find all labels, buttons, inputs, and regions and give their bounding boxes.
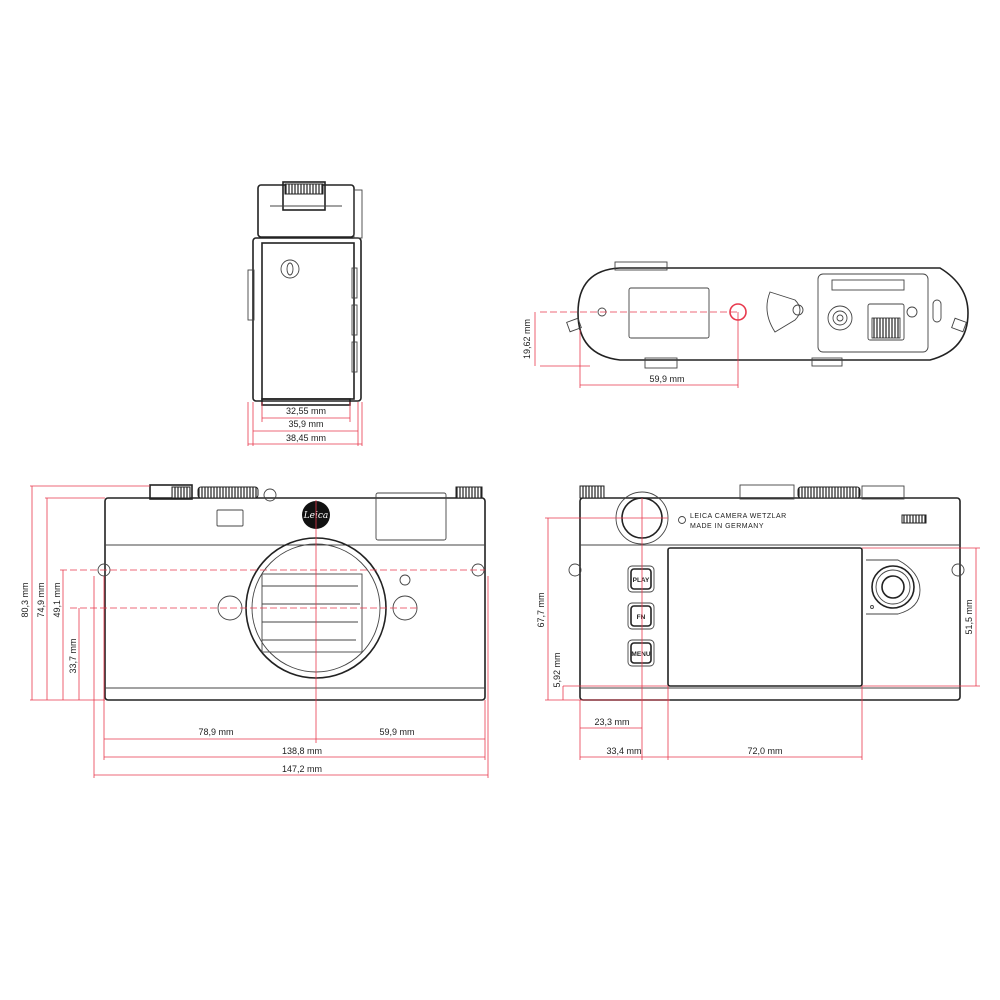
front-dim-80-3: 80,3 mm bbox=[20, 582, 30, 617]
back-view: LEICA CAMERA WETZLAR MADE IN GERMANY PLA… bbox=[536, 484, 980, 760]
front-dim-74-9: 74,9 mm bbox=[36, 582, 46, 617]
bottom-dim-height: 19,62 mm bbox=[522, 319, 532, 359]
front-dim-49-1: 49,1 mm bbox=[52, 582, 62, 617]
side-dim-2: 35,9 mm bbox=[288, 419, 323, 429]
fn-button[interactable] bbox=[630, 605, 652, 627]
front-dim-147-2: 147,2 mm bbox=[282, 764, 322, 774]
back-dim-51-5: 51,5 mm bbox=[964, 599, 974, 634]
bottom-dim-width: 59,9 mm bbox=[649, 374, 684, 384]
fn-label: FN bbox=[637, 614, 646, 621]
play-button[interactable] bbox=[630, 568, 652, 590]
logo-text: Leica bbox=[303, 511, 329, 521]
side-dim-1: 32,55 mm bbox=[286, 406, 326, 416]
engraving-line-2: MADE IN GERMANY bbox=[690, 523, 764, 530]
menu-button[interactable] bbox=[630, 642, 652, 664]
side-dim-3: 38,45 mm bbox=[286, 433, 326, 443]
lcd-screen bbox=[667, 547, 863, 687]
back-dim-33-4: 33,4 mm bbox=[606, 746, 641, 756]
back-dim-23-3: 23,3 mm bbox=[594, 717, 629, 727]
back-dim-5-92: 5,92 mm bbox=[552, 652, 562, 687]
front-dim-78-9: 78,9 mm bbox=[198, 727, 233, 737]
back-dim-72-0: 72,0 mm bbox=[747, 746, 782, 756]
front-dim-33-7: 33,7 mm bbox=[68, 638, 78, 673]
bottom-view: 19,62 mm 59,9 mm bbox=[522, 261, 969, 388]
front-dim-138-8: 138,8 mm bbox=[282, 746, 322, 756]
side-view: 32,55 mm 35,9 mm 38,45 mm bbox=[247, 181, 363, 446]
engraving-line-1: LEICA CAMERA WETZLAR bbox=[690, 513, 787, 520]
play-label: PLAY bbox=[633, 577, 650, 584]
back-dim-67-7: 67,7 mm bbox=[536, 592, 546, 627]
front-dim-59-9: 59,9 mm bbox=[379, 727, 414, 737]
front-view: Leica 80,3 mm 74,9 mm 49,1 mm 33,7 mm bbox=[20, 484, 489, 778]
direction-pad[interactable] bbox=[871, 565, 915, 609]
menu-label: MENU bbox=[631, 651, 650, 658]
